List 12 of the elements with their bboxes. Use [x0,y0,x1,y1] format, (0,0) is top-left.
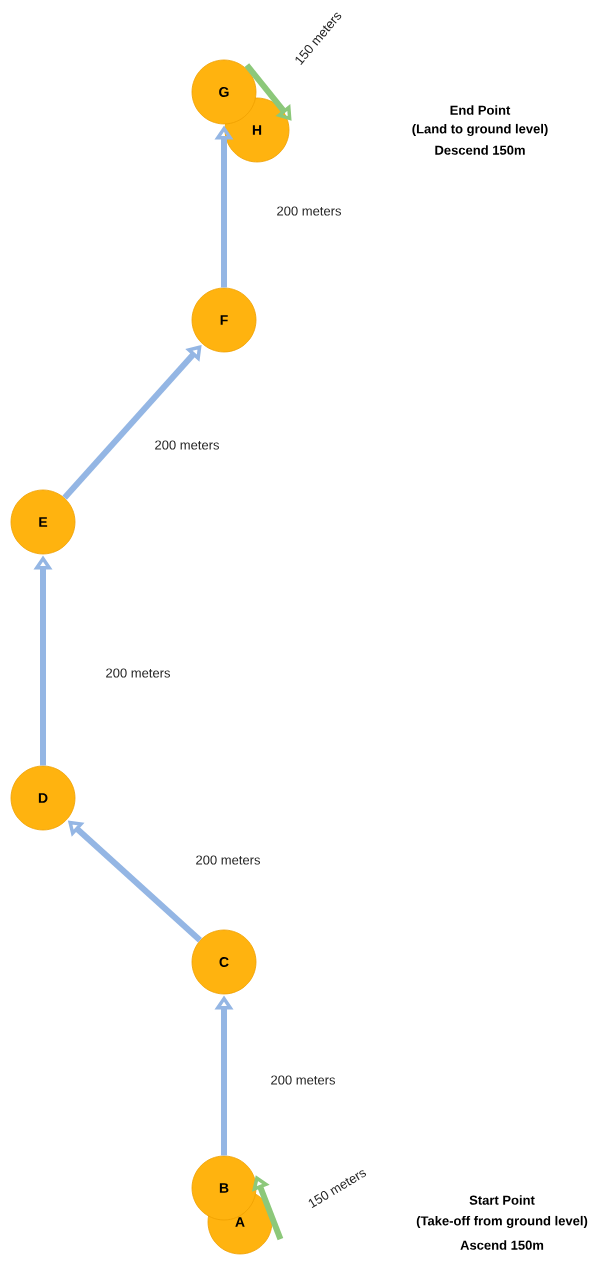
arrow [244,63,292,121]
point-note: End Point [450,105,511,115]
edge-label: 200 meters [277,206,342,216]
point-note: Descend 150m [435,145,525,155]
point-note: (Land to ground level) [412,123,548,137]
point-note: Start Point [469,1195,535,1205]
edge-label: 200 meters [155,440,220,450]
point-note: Ascend 150m [460,1240,544,1250]
edge-label: 200 meters [106,668,171,678]
edge-label: 200 meters [196,855,261,865]
edge-label: 200 meters [271,1075,336,1085]
point-note: (Take-off from ground level) [416,1215,588,1229]
